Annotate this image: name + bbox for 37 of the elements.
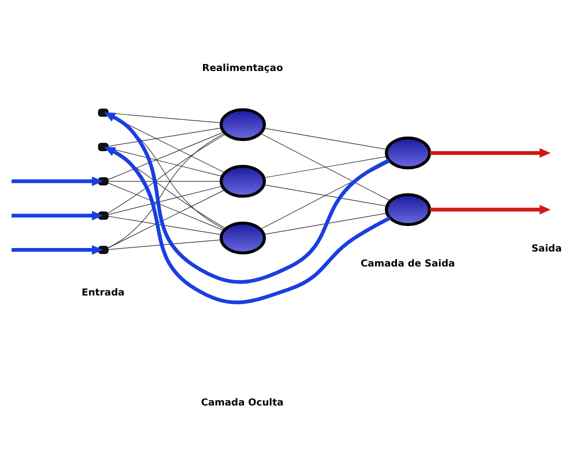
node-box [98,211,108,220]
connector [108,127,222,146]
node-box [98,245,108,254]
node-box [98,176,108,185]
connector [108,180,222,182]
connector [108,132,226,248]
label: Entrada [82,287,125,298]
connector [108,185,222,214]
connector [264,127,388,150]
node-box [98,142,108,151]
arrow [430,204,551,214]
arrow [430,148,551,158]
connector [264,212,388,234]
label: Camada de Saida [360,258,455,270]
node-box [98,108,108,116]
connector [108,133,226,213]
arrow [104,112,390,284]
arrow [12,176,103,186]
connector [264,156,388,178]
label: Camada Oculta [201,396,284,408]
label: Saida [531,243,562,254]
connector [108,131,224,180]
arrow [12,210,103,220]
arrow [12,244,103,254]
connector [108,238,222,250]
connector [108,182,224,230]
label: Realimentaçao [202,62,283,74]
connector [108,216,222,234]
connector [264,184,388,206]
node-circle [220,221,266,254]
node-circle [220,108,266,141]
arrow [104,146,391,304]
node-circle [220,164,266,198]
connector [260,132,391,201]
connector [108,189,226,248]
node-circle [384,136,432,169]
node-circle [384,192,432,226]
